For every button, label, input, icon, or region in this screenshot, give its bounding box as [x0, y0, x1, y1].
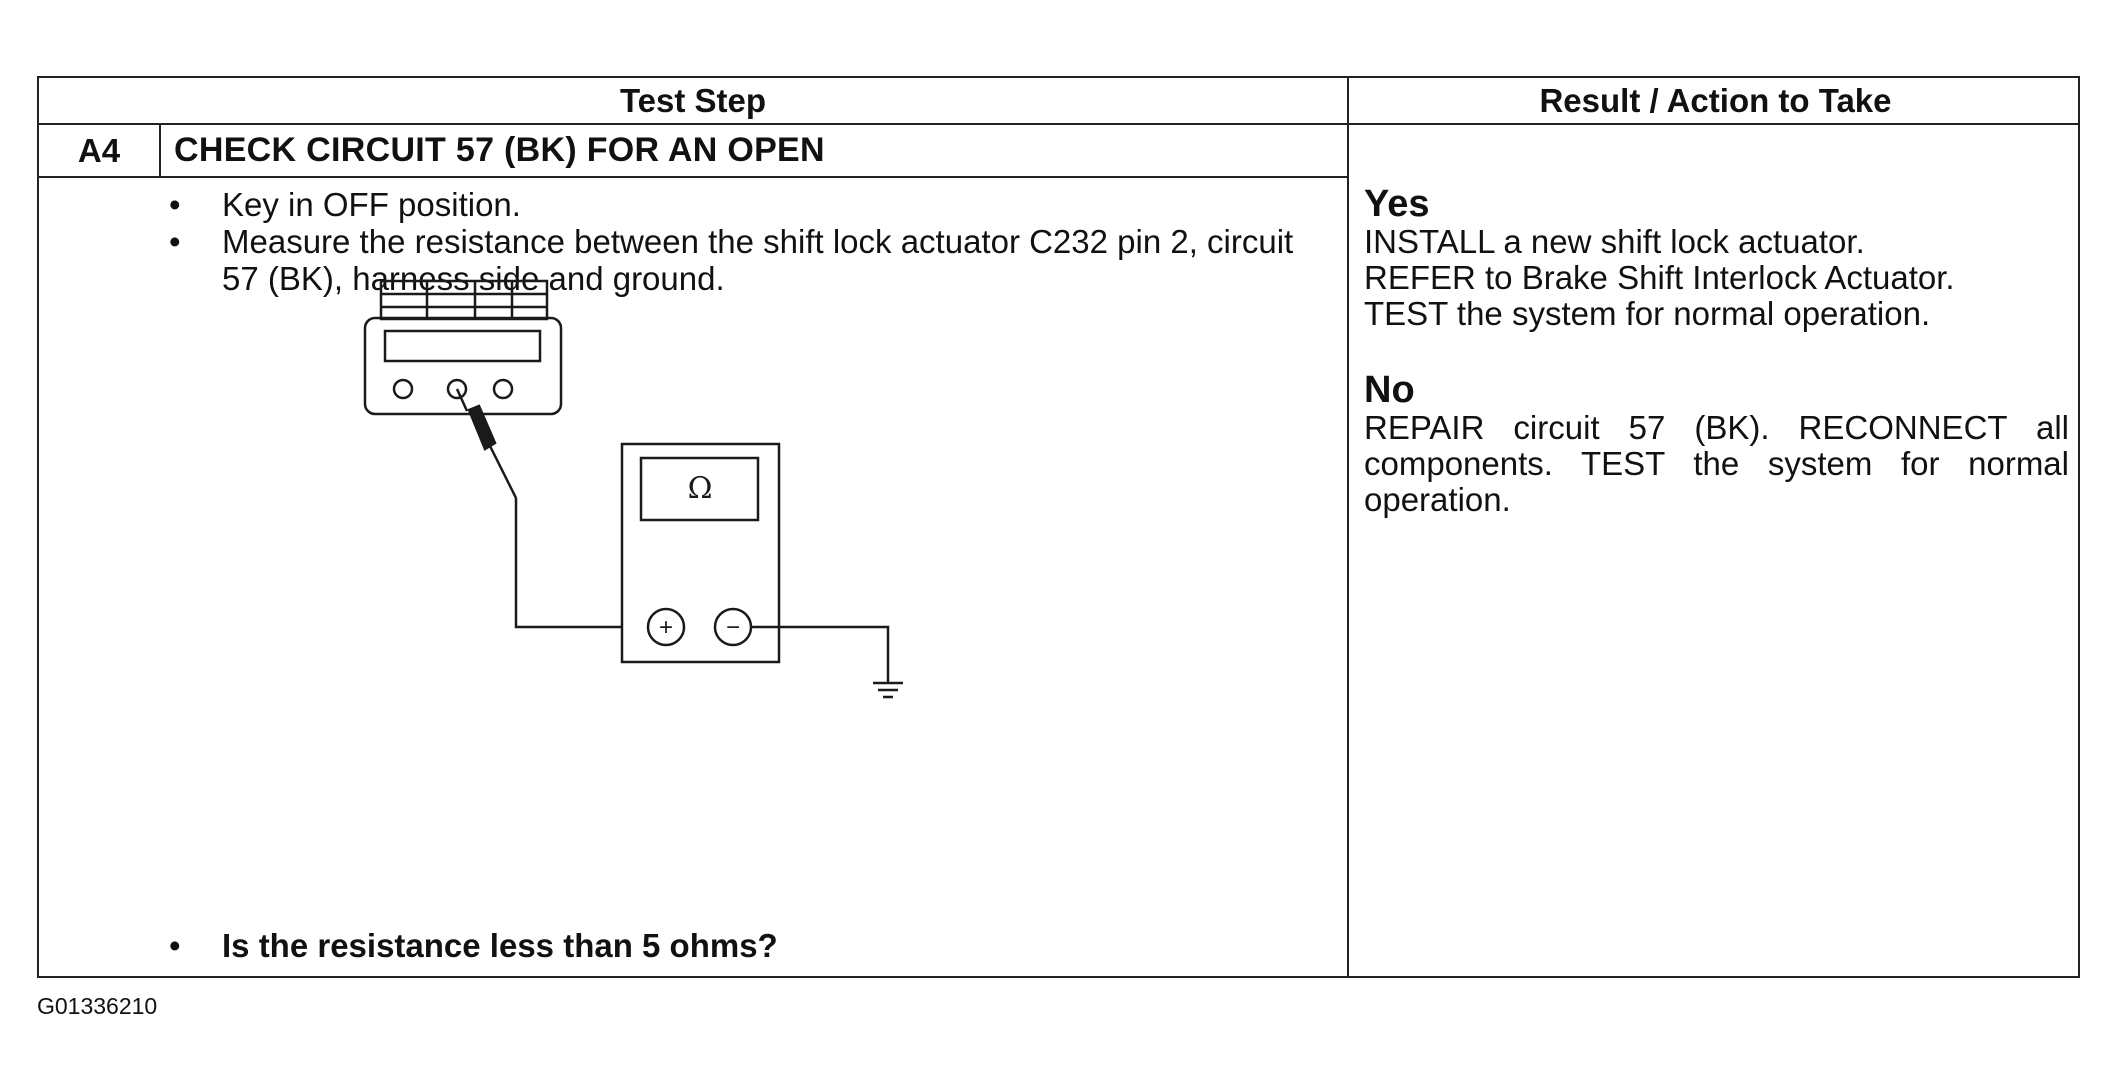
bullet-marker: • [169, 927, 181, 964]
test-lead [455, 388, 622, 629]
test-question: • Is the resistance less than 5 ohms? [169, 926, 1329, 966]
negative-terminal-symbol: − [726, 614, 740, 641]
positive-terminal-symbol: + [659, 614, 673, 641]
header-divider [39, 123, 2078, 125]
bullet-marker: • [169, 223, 181, 260]
instruction-item: • Measure the resistance between the shi… [169, 223, 1329, 297]
result-yes-label: Yes [1364, 183, 1430, 225]
instruction-item: • Key in OFF position. [169, 186, 1329, 223]
connector-c232-illustration [363, 279, 563, 416]
ohm-symbol: Ω [688, 471, 713, 506]
result-no-label: No [1364, 369, 1415, 411]
result-no-text: REPAIR circuit 57 (BK). RECONNECT all co… [1364, 409, 2069, 518]
question-text: Is the resistance less than 5 ohms? [222, 927, 778, 964]
step-id-divider [159, 123, 161, 178]
instruction-text: Measure the resistance between the shift… [222, 223, 1294, 297]
result-no: No REPAIR circuit 57 (BK). RECONNECT all… [1364, 370, 2069, 518]
figure-code: G01336210 [37, 993, 158, 1019]
result-yes-line: REFER to Brake Shift Interlock Actuator. [1364, 259, 1955, 296]
header-test-step: Test Step [619, 82, 767, 119]
step-id: A4 [77, 132, 121, 169]
instruction-text: Key in OFF position. [222, 186, 521, 223]
ohmmeter-illustration [620, 442, 903, 699]
result-yes: Yes INSTALL a new shift lock actuator. R… [1364, 184, 2069, 332]
step-title-divider [39, 176, 1347, 178]
bullet-marker: • [169, 186, 181, 223]
result-yes-line: INSTALL a new shift lock actuator. [1364, 223, 1865, 260]
header-result-action: Result / Action to Take [1539, 82, 1892, 119]
step-title: CHECK CIRCUIT 57 (BK) FOR AN OPEN [174, 131, 825, 169]
result-yes-line: TEST the system for normal operation. [1364, 295, 1931, 332]
column-divider [1347, 78, 1349, 976]
result-action-column: Yes INSTALL a new shift lock actuator. R… [1364, 184, 2069, 556]
instruction-list: • Key in OFF position. • Measure the res… [169, 186, 1329, 297]
test-step-table: Test Step Result / Action to Take A4 CHE… [37, 76, 2080, 978]
